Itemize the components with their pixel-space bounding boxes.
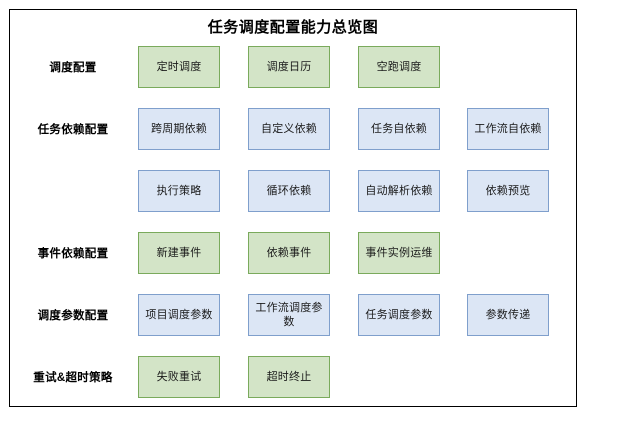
- capability-node[interactable]: 依赖事件: [248, 232, 330, 274]
- diagram-row: 事件依赖配置 新建事件依赖事件事件实例运维: [0, 232, 628, 274]
- row-label: 事件依赖配置: [37, 248, 109, 260]
- capability-node[interactable]: 空跑调度: [358, 46, 440, 88]
- capability-node[interactable]: 自定义依赖: [248, 108, 330, 150]
- diagram-row: 调度参数配置 项目调度参数工作流调度参数任务调度参数参数传递: [0, 294, 628, 336]
- row-label: 任务依赖配置: [37, 124, 109, 136]
- row-label: 调度参数配置: [37, 310, 109, 322]
- diagram-row: 执行策略循环依赖自动解析依赖依赖预览: [0, 170, 628, 212]
- row-label: [14, 170, 132, 212]
- capability-node[interactable]: 自动解析依赖: [358, 170, 440, 212]
- capability-node[interactable]: 超时终止: [248, 356, 330, 398]
- capability-node[interactable]: 循环依赖: [248, 170, 330, 212]
- capability-node[interactable]: 失败重试: [138, 356, 220, 398]
- diagram-row: 重试&超时策略 失败重试超时终止: [0, 356, 628, 398]
- capability-node[interactable]: 参数传递: [467, 294, 549, 336]
- capability-node[interactable]: 项目调度参数: [138, 294, 220, 336]
- row-label: 调度配置: [49, 62, 97, 74]
- capability-node[interactable]: 工作流调度参数: [248, 294, 330, 336]
- capability-node[interactable]: 工作流自依赖: [467, 108, 549, 150]
- capability-node[interactable]: 跨周期依赖: [138, 108, 220, 150]
- capability-node[interactable]: 依赖预览: [467, 170, 549, 212]
- capability-node[interactable]: 任务自依赖: [358, 108, 440, 150]
- diagram-row: 任务依赖配置 跨周期依赖自定义依赖任务自依赖工作流自依赖: [0, 108, 628, 150]
- diagram-title: 任务调度配置能力总览图: [207, 19, 379, 36]
- row-label: 重试&超时策略: [33, 372, 113, 384]
- diagram-row: 调度配置 定时调度调度日历空跑调度: [0, 46, 628, 88]
- capability-node[interactable]: 执行策略: [138, 170, 220, 212]
- capability-node[interactable]: 任务调度参数: [358, 294, 440, 336]
- capability-node[interactable]: 定时调度: [138, 46, 220, 88]
- capability-node[interactable]: 事件实例运维: [358, 232, 440, 274]
- capability-node[interactable]: 新建事件: [138, 232, 220, 274]
- capability-node[interactable]: 调度日历: [248, 46, 330, 88]
